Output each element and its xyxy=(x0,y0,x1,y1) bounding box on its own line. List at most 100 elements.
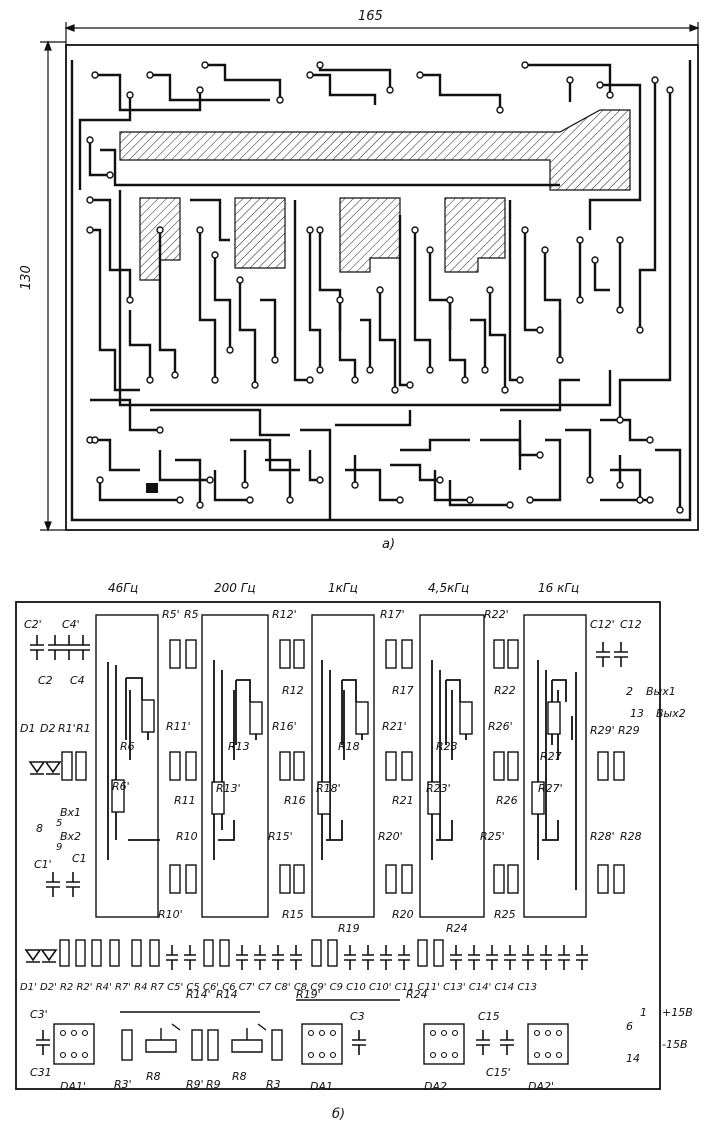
label-r26p: R26' xyxy=(488,720,513,733)
ground-planes xyxy=(119,109,631,281)
label-r1p: R1' xyxy=(58,722,76,735)
label-r22p: R22' xyxy=(484,608,509,621)
chip-pins xyxy=(59,1029,563,1059)
label-r24: R24 xyxy=(446,922,468,935)
label-r21p: R21' xyxy=(382,720,407,733)
label-r19p: R19' xyxy=(296,988,321,1001)
label-r3: R3 xyxy=(266,1078,281,1091)
height-dimension xyxy=(40,40,66,532)
band-label-1khz: 1кГц xyxy=(328,581,358,595)
label-r9: R9 xyxy=(206,1078,221,1091)
label-r14: R14 xyxy=(216,988,238,1001)
label-r11p: R11' xyxy=(166,720,191,733)
label-r12: R12 xyxy=(282,684,304,697)
label-c3p: C3' xyxy=(30,1008,48,1021)
label-r25: R25 xyxy=(494,908,516,921)
label-c3: C3 xyxy=(350,1010,365,1023)
label-c1: C1 xyxy=(72,852,87,865)
label-pin13: 13 xyxy=(630,707,644,720)
label-r13: R13 xyxy=(228,740,250,753)
label-p9: 9 xyxy=(56,842,62,853)
trimmers xyxy=(145,1023,267,1053)
label-r29: R29 xyxy=(618,724,640,737)
label-r3p: R3' xyxy=(114,1078,132,1091)
label-r12p: R12' xyxy=(272,608,297,621)
label-d2: D2 xyxy=(40,722,55,735)
component-labels: C2' C4' C2 C4 D1 D2 R1' R1 R5' R5 R12' R… xyxy=(20,608,693,1093)
capacitors xyxy=(30,635,628,1055)
label-plus15: +15В xyxy=(662,1006,693,1019)
label-r28p: R28' xyxy=(590,830,615,843)
label-r8: R8 xyxy=(146,1070,161,1083)
label-r15p: R15' xyxy=(268,830,293,843)
band-label-200hz: 200 Гц xyxy=(214,581,256,595)
label-vx1: Вх1 xyxy=(60,806,81,819)
label-r16p: R16' xyxy=(272,720,297,733)
label-p1: 1 xyxy=(640,1006,647,1019)
label-pin2: 2 xyxy=(626,685,633,698)
dashed-links xyxy=(120,999,400,1013)
label-d1: D1 xyxy=(20,722,35,735)
band-label-46hz: 46Гц xyxy=(108,581,138,595)
label-r26: R26 xyxy=(496,794,518,807)
label-bottom-row: D1' D2' R2 R2' R4' R7' R4 R7 C5' C5 C6' … xyxy=(20,982,537,993)
label-p8: 8 xyxy=(36,822,43,835)
label-r25p: R25' xyxy=(480,830,505,843)
figure-b-layout: 46Гц 200 Гц 1кГц 4,5кГц 16 кГц xyxy=(15,581,693,1122)
label-r8b: R8 xyxy=(232,1070,247,1083)
label-r17: R17 xyxy=(392,684,414,697)
label-r17p: R17' xyxy=(380,608,405,621)
label-p6: 6 xyxy=(626,1020,633,1033)
label-c4p: C4' xyxy=(62,618,80,631)
label-r23p: R23' xyxy=(426,782,451,795)
label-r9p: R9' xyxy=(186,1078,204,1091)
label-c2: C2 xyxy=(38,674,53,687)
label-da2: DA2 xyxy=(424,1080,447,1093)
label-vyh1: Вых1 xyxy=(646,685,676,698)
label-r5: R5 xyxy=(184,608,199,621)
connector-pad xyxy=(146,483,158,493)
label-c31: C31 xyxy=(30,1066,52,1079)
label-c12p: C12' xyxy=(590,618,615,631)
label-da2p: DA2' xyxy=(528,1080,554,1093)
label-r16: R16 xyxy=(284,794,306,807)
label-c1p: C1' xyxy=(34,858,52,871)
label-c12: C12 xyxy=(620,618,642,631)
label-da1p: DA1' xyxy=(60,1080,86,1093)
label-r6: R6 xyxy=(120,740,135,753)
label-p5: 5 xyxy=(56,818,62,829)
width-label: 165 xyxy=(358,9,383,24)
label-c2p: C2' xyxy=(24,618,42,631)
caption-b: б) xyxy=(332,1107,345,1122)
label-c15p: C15' xyxy=(486,1066,511,1079)
label-r18p: R18' xyxy=(316,782,341,795)
slider-boxes xyxy=(95,614,587,918)
traces xyxy=(70,60,692,522)
potentiometers xyxy=(111,699,561,815)
figure-a-board: 165 130 xyxy=(19,9,700,552)
label-p14: 14 xyxy=(626,1052,640,1065)
label-r27p: R27' xyxy=(538,782,563,795)
diodes xyxy=(24,761,62,963)
label-da1: DA1 xyxy=(310,1080,333,1093)
label-r15: R15 xyxy=(282,908,304,921)
label-vx2: Вх2 xyxy=(60,830,81,843)
pads xyxy=(86,61,684,514)
band-label-4500hz: 4,5кГц xyxy=(428,581,469,595)
label-r6p: R6' xyxy=(112,780,130,793)
label-r10: R10 xyxy=(176,830,198,843)
label-r22: R22 xyxy=(494,684,516,697)
label-r29p: R29' xyxy=(590,724,615,737)
label-r23: R23 xyxy=(436,740,458,753)
label-vyh2: Вых2 xyxy=(656,707,686,720)
label-c15: C15 xyxy=(478,1010,500,1023)
resistors xyxy=(59,639,625,1061)
label-r11: R11 xyxy=(174,794,196,807)
label-r13p: R13' xyxy=(216,782,241,795)
layout-outline xyxy=(15,601,661,1090)
height-label: 130 xyxy=(19,265,34,290)
label-r28: R28 xyxy=(620,830,642,843)
label-r1: R1 xyxy=(76,722,91,735)
label-minus15: -15В xyxy=(662,1038,688,1051)
